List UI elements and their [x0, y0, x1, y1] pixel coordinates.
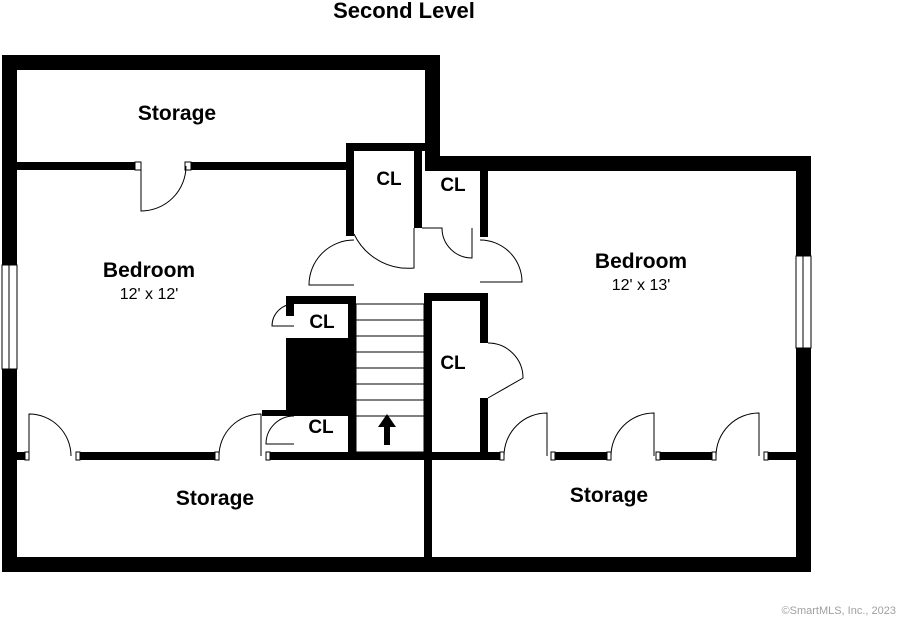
- dim-bedroom-right: 12' x 13': [612, 277, 671, 294]
- wall-top-right: [425, 156, 811, 171]
- label-storage-bottom-right: Storage: [570, 484, 648, 507]
- label-cl-top-right: CL: [440, 175, 466, 196]
- label-cl-top-center: CL: [376, 169, 402, 190]
- exterior-walls: [2, 55, 811, 572]
- wall-right: [796, 156, 811, 572]
- wall-top-left-step: [425, 55, 440, 171]
- label-storage-top: Storage: [138, 102, 216, 125]
- plan-title: Second Level: [333, 0, 475, 23]
- label-storage-bottom-left: Storage: [176, 487, 254, 510]
- label-bedroom-left: Bedroom: [103, 259, 195, 282]
- wall-top-left: [2, 55, 440, 70]
- up-arrow-icon: [378, 414, 396, 427]
- label-cl-low-left: CL: [308, 417, 334, 438]
- label-cl-mid-right: CL: [440, 353, 466, 374]
- copyright-text: ©SmartMLS, Inc., 2023: [782, 605, 897, 617]
- stair-arrow-shaft: [384, 425, 390, 445]
- dim-bedroom-left: 12' x 12': [120, 286, 179, 303]
- interior-walls: [17, 143, 796, 558]
- label-bedroom-right: Bedroom: [595, 250, 687, 273]
- staircase: [355, 303, 425, 453]
- wall-bottom: [2, 557, 811, 572]
- doors: [24, 161, 769, 461]
- chimney-block: [286, 338, 356, 410]
- label-cl-mid-left: CL: [309, 312, 335, 333]
